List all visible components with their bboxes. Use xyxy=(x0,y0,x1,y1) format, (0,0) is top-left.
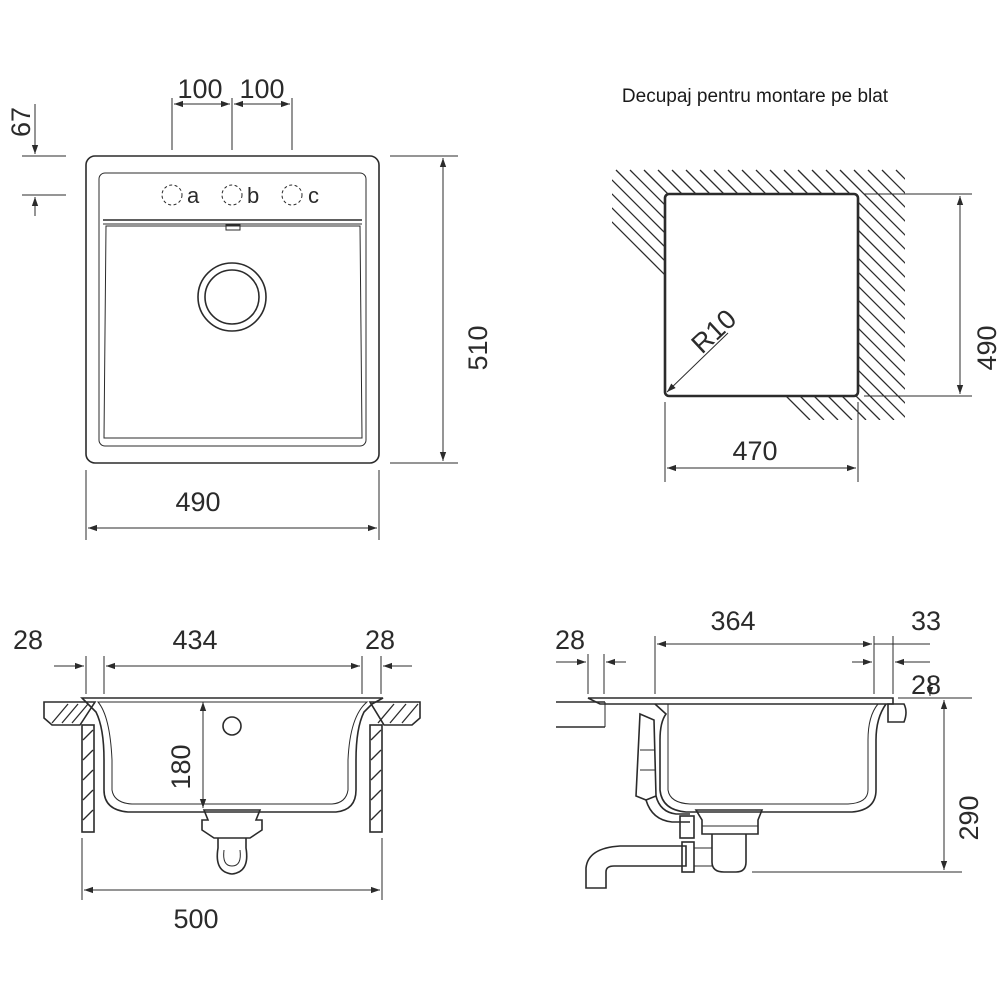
cabinet-wall-left xyxy=(81,724,95,833)
outlet-pipe xyxy=(585,845,687,889)
sink-body-outer xyxy=(80,697,384,813)
hatch-line xyxy=(612,169,853,420)
hatch-line xyxy=(741,169,905,420)
hatch-line xyxy=(825,169,905,420)
dim-100-left: 100 xyxy=(177,74,222,104)
sink-body-inner xyxy=(96,701,369,805)
drain-body xyxy=(201,809,263,839)
hatch-line xyxy=(881,169,905,420)
drain-trap xyxy=(216,838,248,875)
hatch-line xyxy=(952,170,1000,420)
side-drain-body xyxy=(694,809,764,835)
radius-label: R10 xyxy=(686,304,743,360)
hole-label-c: c xyxy=(308,183,319,208)
tap-hole-c xyxy=(281,184,303,206)
hatch-line xyxy=(699,169,905,420)
hatch-line xyxy=(612,169,839,420)
dim-510: 510 xyxy=(463,325,493,370)
overflow-hole xyxy=(222,716,242,736)
side-body-inner xyxy=(667,703,879,805)
side-dim-28-right: 28 xyxy=(911,670,941,700)
side-dim-28-left: 28 xyxy=(555,625,585,655)
front-dim-180: 180 xyxy=(166,744,196,789)
bowl-outline xyxy=(103,225,363,439)
hatch-line xyxy=(643,169,895,420)
dim-100-right: 100 xyxy=(239,74,284,104)
cutout-title: Decupaj pentru montare pe blat xyxy=(622,86,889,107)
hatch-line xyxy=(727,169,905,420)
hatch-line xyxy=(924,170,1000,420)
side-dim-364: 364 xyxy=(710,606,755,636)
side-dim-290: 290 xyxy=(954,795,984,840)
hatch-line xyxy=(910,170,1000,420)
hatch-line xyxy=(713,169,905,420)
front-dim-500: 500 xyxy=(173,904,218,934)
dim-490: 490 xyxy=(175,487,220,517)
side-body-outer xyxy=(654,703,887,813)
hatch-line xyxy=(853,169,905,420)
side-drain-nut xyxy=(679,815,695,839)
drain-inner xyxy=(204,269,260,325)
overflow-pipe xyxy=(635,712,657,801)
front-dim-434: 434 xyxy=(172,625,217,655)
dim-cutout-490: 490 xyxy=(972,325,1000,370)
hatch-line xyxy=(839,169,905,420)
cabinet-wall-right xyxy=(369,724,383,833)
drain-outer xyxy=(197,262,267,332)
side-trap xyxy=(711,834,747,873)
top-view: a b c 100 100 67 510 490 xyxy=(6,74,493,540)
dim-cutout-470: 470 xyxy=(732,436,777,466)
hatch-line xyxy=(612,169,811,420)
hatch-line xyxy=(615,169,867,420)
side-dim-33: 33 xyxy=(911,606,941,636)
front-dim-28-right: 28 xyxy=(365,625,395,655)
hatch-line xyxy=(685,169,905,420)
front-section: 28 434 28 180 500 xyxy=(13,625,421,934)
side-clip xyxy=(887,703,907,723)
hatch-line xyxy=(629,169,881,420)
counter-right xyxy=(368,701,421,726)
side-section: 28 364 33 28 290 xyxy=(555,606,984,889)
overflow-slot xyxy=(225,224,241,231)
tap-hole-a xyxy=(161,184,183,206)
cutout-opening xyxy=(663,192,860,398)
hole-label-a: a xyxy=(187,183,200,208)
hatch-line xyxy=(612,169,825,420)
sink-inner-rim xyxy=(98,172,367,447)
hatch-line xyxy=(867,169,905,420)
hatch-line xyxy=(657,169,905,420)
tap-hole-b xyxy=(221,184,243,206)
front-dim-28-left: 28 xyxy=(13,625,43,655)
dim-67: 67 xyxy=(6,107,36,137)
hatch-line xyxy=(671,169,905,420)
cutout-view: Decupaj pentru montare pe blat R10 490 4… xyxy=(612,86,1000,482)
counter-hatching xyxy=(612,169,1000,420)
sink-outline xyxy=(85,155,380,464)
hatch-line xyxy=(895,169,905,420)
hole-label-b: b xyxy=(247,183,259,208)
hatch-line xyxy=(811,169,905,420)
side-rim xyxy=(587,697,894,705)
hatch-line xyxy=(938,170,1000,420)
radius-leader xyxy=(666,332,729,393)
